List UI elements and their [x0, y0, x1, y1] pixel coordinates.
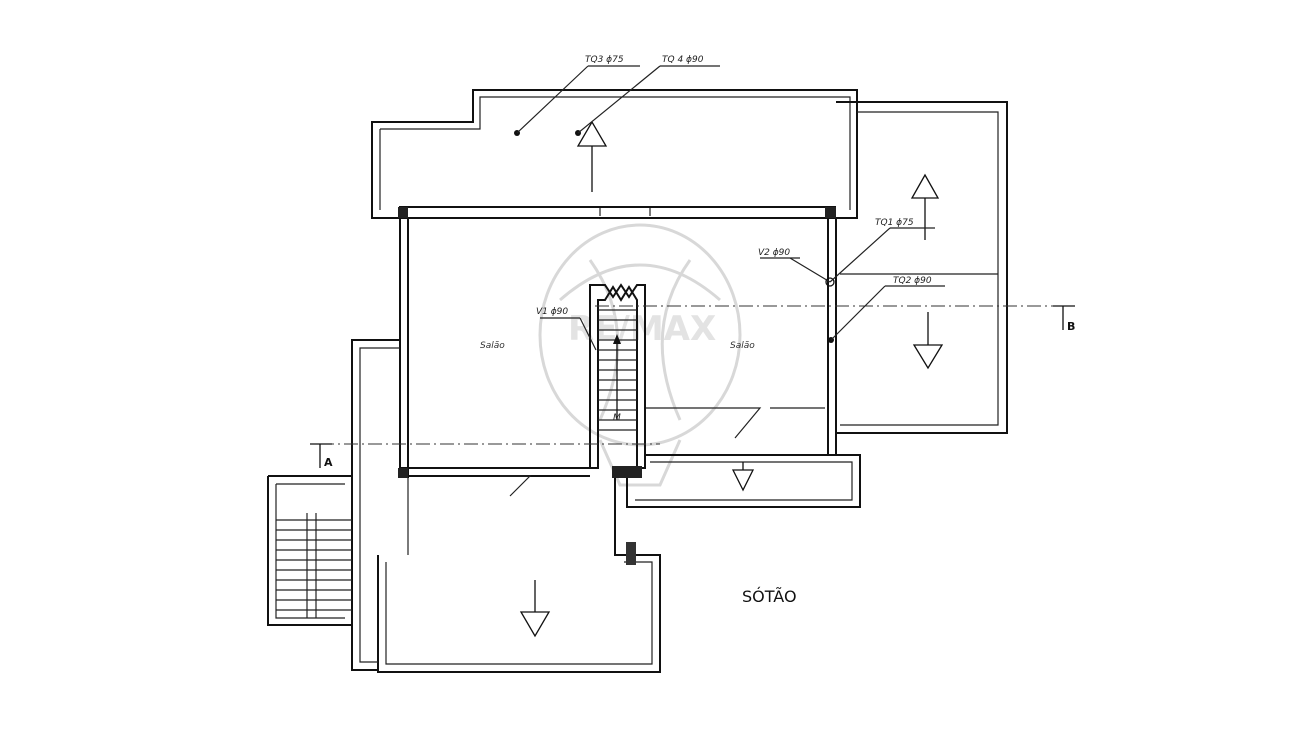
tq3-label: TQ3 ϕ75 — [585, 55, 624, 65]
room-label-right: Salão — [730, 341, 755, 351]
floor-title: SÓTÃO — [742, 587, 797, 606]
section-line-a: A — [310, 443, 660, 469]
lower-left-terrace — [377, 478, 661, 673]
v2-label: V2 ϕ90 — [758, 248, 790, 258]
pipe-annotations: TQ3 ϕ75 TQ 4 ϕ90 TQ1 ϕ75 V2 ϕ90 TQ2 ϕ90 … — [514, 55, 945, 351]
left-exterior-stairs — [267, 339, 400, 671]
tq2-label: TQ2 ϕ90 — [893, 276, 932, 286]
central-staircase: M — [589, 283, 646, 478]
tq4-label: TQ 4 ϕ90 — [662, 55, 704, 65]
right-upper-roof — [836, 101, 1008, 434]
section-a-label: A — [324, 456, 333, 469]
v1-label: V1 ϕ90 — [536, 307, 568, 317]
room-label-left: Salão — [480, 341, 505, 351]
stair-mark: M — [613, 413, 621, 423]
section-b-label: B — [1067, 320, 1075, 333]
section-line-b: B — [595, 305, 1075, 333]
lower-right-balcony — [626, 454, 861, 508]
remax-watermark: RE/MAX — [538, 223, 742, 487]
tq1-label: TQ1 ϕ75 — [875, 218, 914, 228]
top-roof-block — [371, 89, 858, 219]
